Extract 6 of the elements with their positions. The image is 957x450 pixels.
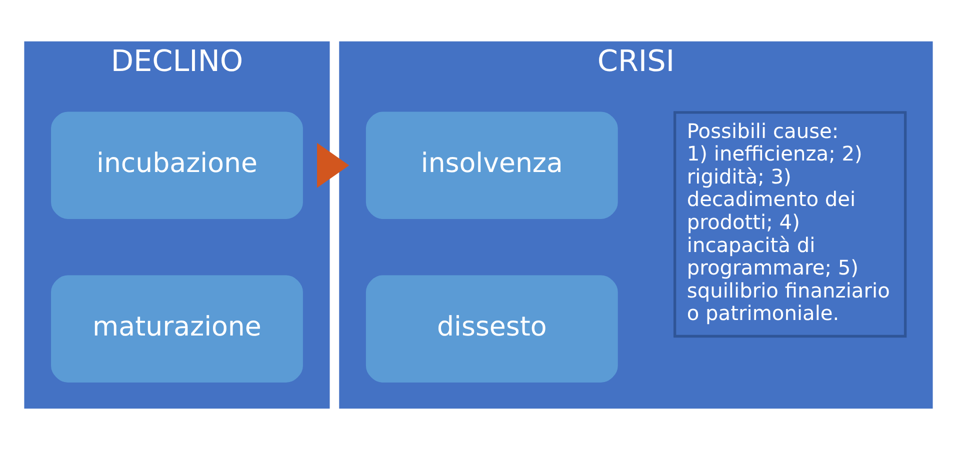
arrow [317,142,350,188]
node-box: maturazione [51,275,303,382]
node-box: Possibili cause: 1) inefficienza; 2) rigidità; 3) decadimento dei prodotti; 4) incapacità di programmare; 5) squilibrio finanziario o patrimoniale. [673,111,907,338]
node-box: dissesto [366,275,618,382]
node-box: incubazione [51,112,303,219]
node-box: insolvenza [366,112,618,219]
